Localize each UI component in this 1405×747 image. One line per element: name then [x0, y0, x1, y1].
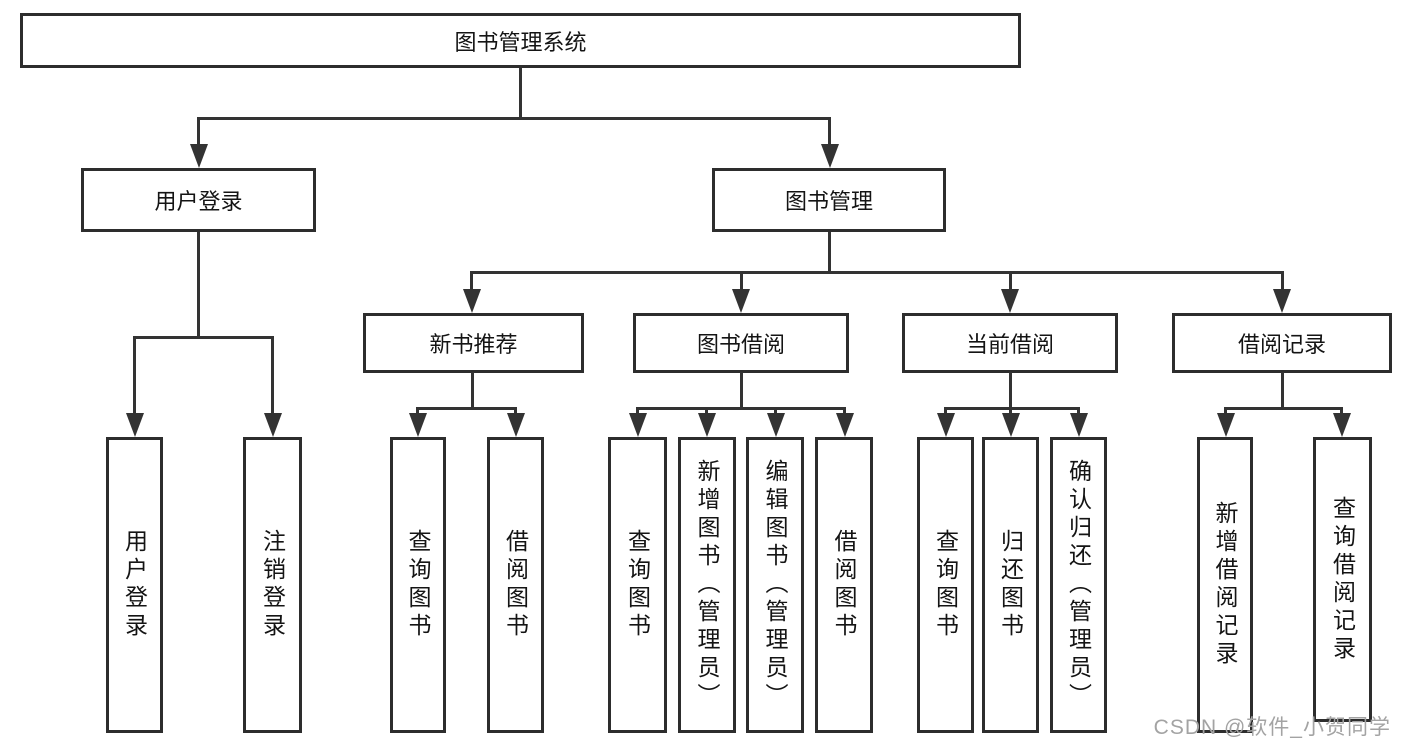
arrowhead-down-icon	[732, 289, 750, 313]
connector-line	[470, 271, 1284, 274]
connector-line	[843, 407, 846, 417]
leaf-user-login: 用户登录	[106, 437, 163, 733]
node-book-management-system: 图书管理系统	[20, 13, 1021, 68]
connector-line	[133, 336, 136, 416]
connector-line	[1009, 271, 1012, 293]
connector-line	[705, 407, 708, 417]
arrowhead-down-icon	[409, 413, 427, 437]
arrowhead-down-icon	[937, 413, 955, 437]
arrowhead-down-icon	[1070, 413, 1088, 437]
connector-line	[944, 407, 947, 417]
leaf-add-books-admin: 新增图书（管理员）	[678, 437, 736, 733]
arrowhead-down-icon	[821, 144, 839, 168]
connector-line	[197, 117, 831, 120]
leaf-query-books-borrow: 查询图书	[608, 437, 667, 733]
connector-line	[271, 336, 274, 416]
connector-line	[197, 117, 200, 146]
connector-line	[740, 271, 743, 293]
arrowhead-down-icon	[1273, 289, 1291, 313]
connector-line	[471, 372, 474, 410]
arrowhead-down-icon	[1217, 413, 1235, 437]
arrowhead-down-icon	[1001, 289, 1019, 313]
leaf-query-books-recommend: 查询图书	[390, 437, 446, 733]
connector-line	[416, 407, 419, 417]
arrowhead-down-icon	[629, 413, 647, 437]
connector-line	[1009, 372, 1012, 410]
connector-line	[1340, 407, 1343, 417]
arrowhead-down-icon	[1002, 413, 1020, 437]
node-borrow-records: 借阅记录	[1172, 313, 1392, 373]
connector-line	[133, 336, 274, 339]
connector-line	[944, 407, 1080, 410]
connector-line	[197, 232, 200, 339]
node-book-borrow: 图书借阅	[633, 313, 849, 373]
connector-line	[774, 407, 777, 417]
leaf-query-books-current: 查询图书	[917, 437, 974, 733]
leaf-confirm-return-admin: 确认归还（管理员）	[1050, 437, 1107, 733]
arrowhead-down-icon	[190, 144, 208, 168]
leaf-return-books: 归还图书	[982, 437, 1039, 733]
connector-line	[1224, 407, 1343, 410]
connector-line	[1224, 407, 1227, 417]
watermark: CSDN @软件_小贺同学	[1153, 716, 1391, 739]
connector-line	[1009, 407, 1012, 417]
leaf-borrow-books: 借阅图书	[815, 437, 873, 733]
arrowhead-down-icon	[126, 413, 144, 437]
connector-line	[416, 407, 517, 410]
connector-line	[519, 68, 522, 118]
connector-line	[636, 407, 639, 417]
connector-line	[514, 407, 517, 417]
connector-line	[1281, 372, 1284, 410]
node-current-borrow: 当前借阅	[902, 313, 1118, 373]
arrowhead-down-icon	[1333, 413, 1351, 437]
arrowhead-down-icon	[836, 413, 854, 437]
connector-line	[828, 117, 831, 146]
leaf-logout: 注销登录	[243, 437, 302, 733]
leaf-edit-books-admin: 编辑图书（管理员）	[746, 437, 804, 733]
connector-line	[636, 407, 846, 410]
arrowhead-down-icon	[698, 413, 716, 437]
leaf-query-borrow-record: 查询借阅记录	[1313, 437, 1372, 722]
arrowhead-down-icon	[507, 413, 525, 437]
connector-line	[740, 372, 743, 410]
node-user-login-group: 用户登录	[81, 168, 316, 232]
node-book-management-group: 图书管理	[712, 168, 946, 232]
arrowhead-down-icon	[463, 289, 481, 313]
connector-line	[1281, 271, 1284, 293]
connector-line	[828, 232, 831, 273]
node-new-book-recommend: 新书推荐	[363, 313, 584, 373]
arrowhead-down-icon	[264, 413, 282, 437]
leaf-borrow-books-recommend: 借阅图书	[487, 437, 544, 733]
connector-line	[470, 271, 473, 293]
leaf-add-borrow-record: 新增借阅记录	[1197, 437, 1253, 733]
connector-line	[1077, 407, 1080, 417]
arrowhead-down-icon	[767, 413, 785, 437]
